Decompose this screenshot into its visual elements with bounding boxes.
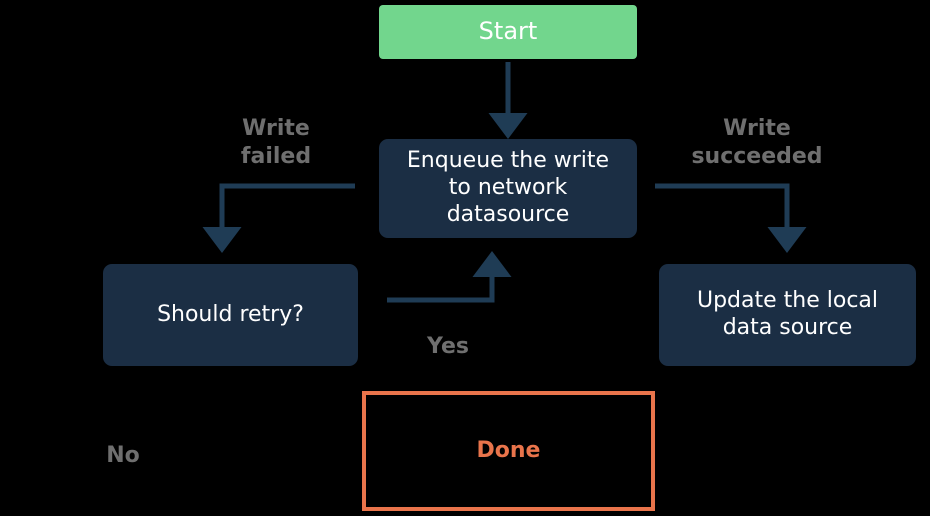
node-enqueue-label: Enqueue the write to network datasource — [406, 148, 610, 227]
node-enqueue-write[interactable]: Enqueue the write to network datasource — [379, 139, 637, 238]
node-done-label: Done — [476, 437, 541, 463]
node-start-label: Start — [478, 17, 538, 46]
node-update-local-datasource[interactable]: Update the local data source — [659, 264, 916, 366]
edge-label-write-failed: Write failed — [240, 116, 312, 170]
node-should-retry[interactable]: Should retry? — [103, 264, 358, 366]
node-start[interactable]: Start — [379, 5, 637, 59]
node-should-retry-label: Should retry? — [157, 301, 304, 327]
edge-label-no: No — [106, 443, 140, 468]
edge-should-retry-to-enqueue — [387, 251, 512, 303]
edge-enqueue-to-should-retry — [202, 183, 355, 253]
edge-label-yes: Yes — [427, 334, 469, 359]
node-update-local-label: Update the local data source — [696, 288, 879, 340]
edge-enqueue-to-update-local — [655, 183, 807, 253]
edge-label-write-succeeded: Write succeeded — [691, 116, 823, 170]
node-done[interactable]: Done — [362, 391, 655, 511]
